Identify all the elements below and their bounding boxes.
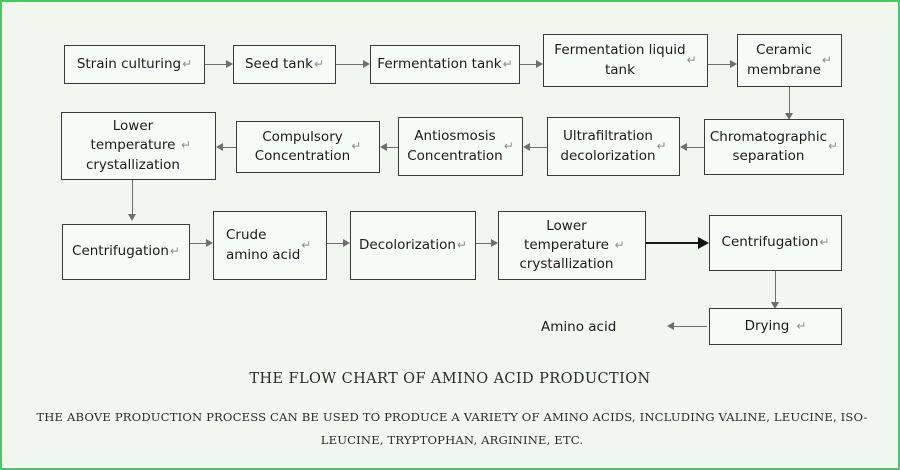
arrowhead-left-icon [667,322,674,330]
return-mark-icon: ↵ [656,138,667,153]
node-crude-amino-acid[interactable]: Crude amino acid↵ [213,211,327,280]
caption-line-1: THE ABOVE PRODUCTION PROCESS CAN BE USED… [36,410,868,424]
node-label: Centrifugation [721,234,819,251]
return-mark-icon: ↵ [313,56,325,71]
output-label-amino-acid: Amino acid [541,319,617,335]
return-mark-icon: ↵ [301,237,312,252]
node-chromatographic-separation[interactable]: Chromatographic separation↵ [704,119,844,175]
connector-ultrafiltration-to-antiosmosis [530,147,547,149]
connector-seed-to-fermentation [336,64,363,66]
connector-liquid-to-ceramic [708,64,730,66]
return-mark-icon: ↵ [182,56,193,71]
node-lower-temperature-crystallization-1[interactable]: Lower temperature crystallization↵ [61,112,216,180]
node-label: Fermentation liquid tank [554,42,686,78]
return-mark-icon: ↵ [351,139,362,154]
return-mark-icon: ↵ [503,138,514,153]
arrowhead-right-icon [363,60,370,68]
node-label: Ceramic membrane [747,42,821,78]
node-label: Centrifugation [72,243,169,260]
connector-crystallization-to-centrifugation [132,180,134,215]
connector-decolorization-to-crystallization [476,243,491,245]
arrowhead-right-icon [343,239,350,247]
node-ceramic-membrane[interactable]: Ceramic membrane↵ [737,34,842,87]
return-mark-icon: ↵ [828,139,839,154]
arrowhead-left-icon [380,143,387,151]
node-label: Strain culturing [76,55,182,72]
arrowhead-right-icon [491,239,498,247]
node-label: Seed tank [244,55,313,72]
connector-ceramic-to-chromatographic [789,87,791,114]
connector-crude-to-decolorization [327,243,343,245]
connector-compulsory-to-crystallization [223,147,236,149]
node-label: Lower temperature crystallization [519,217,614,273]
return-mark-icon: ↵ [180,138,192,153]
node-ultrafiltration-decolorization[interactable]: Ultrafiltration decolorization↵ [547,117,680,176]
connector-centrifugation-to-crude [190,243,206,245]
node-label: Chromatographic separation [709,128,828,164]
arrowhead-right-icon [698,237,709,249]
node-decolorization[interactable]: Decolorization↵ [350,211,476,280]
node-label: Crude amino acid [226,227,301,263]
node-label: Lower temperature crystallization [85,118,180,173]
node-label: Drying [744,317,790,334]
node-seed-tank[interactable]: Seed tank↵ [233,45,336,84]
node-fermentation-liquid-tank[interactable]: Fermentation liquid tank↵ [543,34,708,87]
connector-drying-to-output [674,326,707,328]
arrowhead-right-icon [730,60,737,68]
arrowhead-down-icon [128,214,136,221]
node-label: Fermentation tank [377,55,502,72]
node-label: Compulsory Concentration [254,128,351,164]
node-drying[interactable]: Drying ↵ [709,308,842,345]
node-lower-temperature-crystallization-2[interactable]: Lower temperature crystallization↵ [498,211,646,280]
arrowhead-left-icon [523,143,530,151]
arrowhead-left-icon [680,143,687,151]
node-fermentation-tank[interactable]: Fermentation tank↵ [370,45,520,84]
arrowhead-down-icon [785,113,793,120]
node-label: Antiosmosis Concentration [407,128,503,164]
arrowhead-right-icon [206,239,213,247]
arrowhead-right-icon [536,60,543,68]
return-mark-icon: ↵ [796,318,807,333]
return-mark-icon: ↵ [456,237,467,252]
caption-line-2: LEUCINE, TRYPTOPHAN, ARGININE, ETC. [320,433,584,447]
return-mark-icon: ↵ [821,52,832,67]
node-antiosmosis-concentration[interactable]: Antiosmosis Concentration↵ [398,117,523,176]
return-mark-icon: ↵ [686,52,697,67]
connector-strain-to-seed [205,64,226,66]
connector-fermentation-to-liquid [520,64,536,66]
connector-centrifugation2-to-drying [775,271,777,303]
node-compulsory-concentration[interactable]: Compulsory Concentration↵ [236,121,380,173]
arrowhead-right-icon [226,60,233,68]
connector-chromatographic-to-ultrafiltration [687,147,704,149]
return-mark-icon: ↵ [614,237,625,252]
return-mark-icon: ↵ [502,56,513,71]
connector-antiosmosis-to-compulsory [387,147,398,149]
return-mark-icon: ↵ [169,244,180,259]
node-label: Ultrafiltration decolorization [560,128,656,164]
node-strain-culturing[interactable]: Strain culturing↵ [64,45,205,84]
arrowhead-down-icon [771,302,779,309]
page-title: THE FLOW CHART OF AMINO ACID PRODUCTION [249,371,651,387]
arrowhead-left-icon [216,143,223,151]
node-centrifugation-1[interactable]: Centrifugation↵ [62,224,190,280]
node-label: Decolorization [359,236,456,253]
return-mark-icon: ↵ [819,235,830,250]
node-centrifugation-2[interactable]: Centrifugation↵ [709,215,842,271]
connector-crystallization-to-centrifugation2 [646,242,698,245]
